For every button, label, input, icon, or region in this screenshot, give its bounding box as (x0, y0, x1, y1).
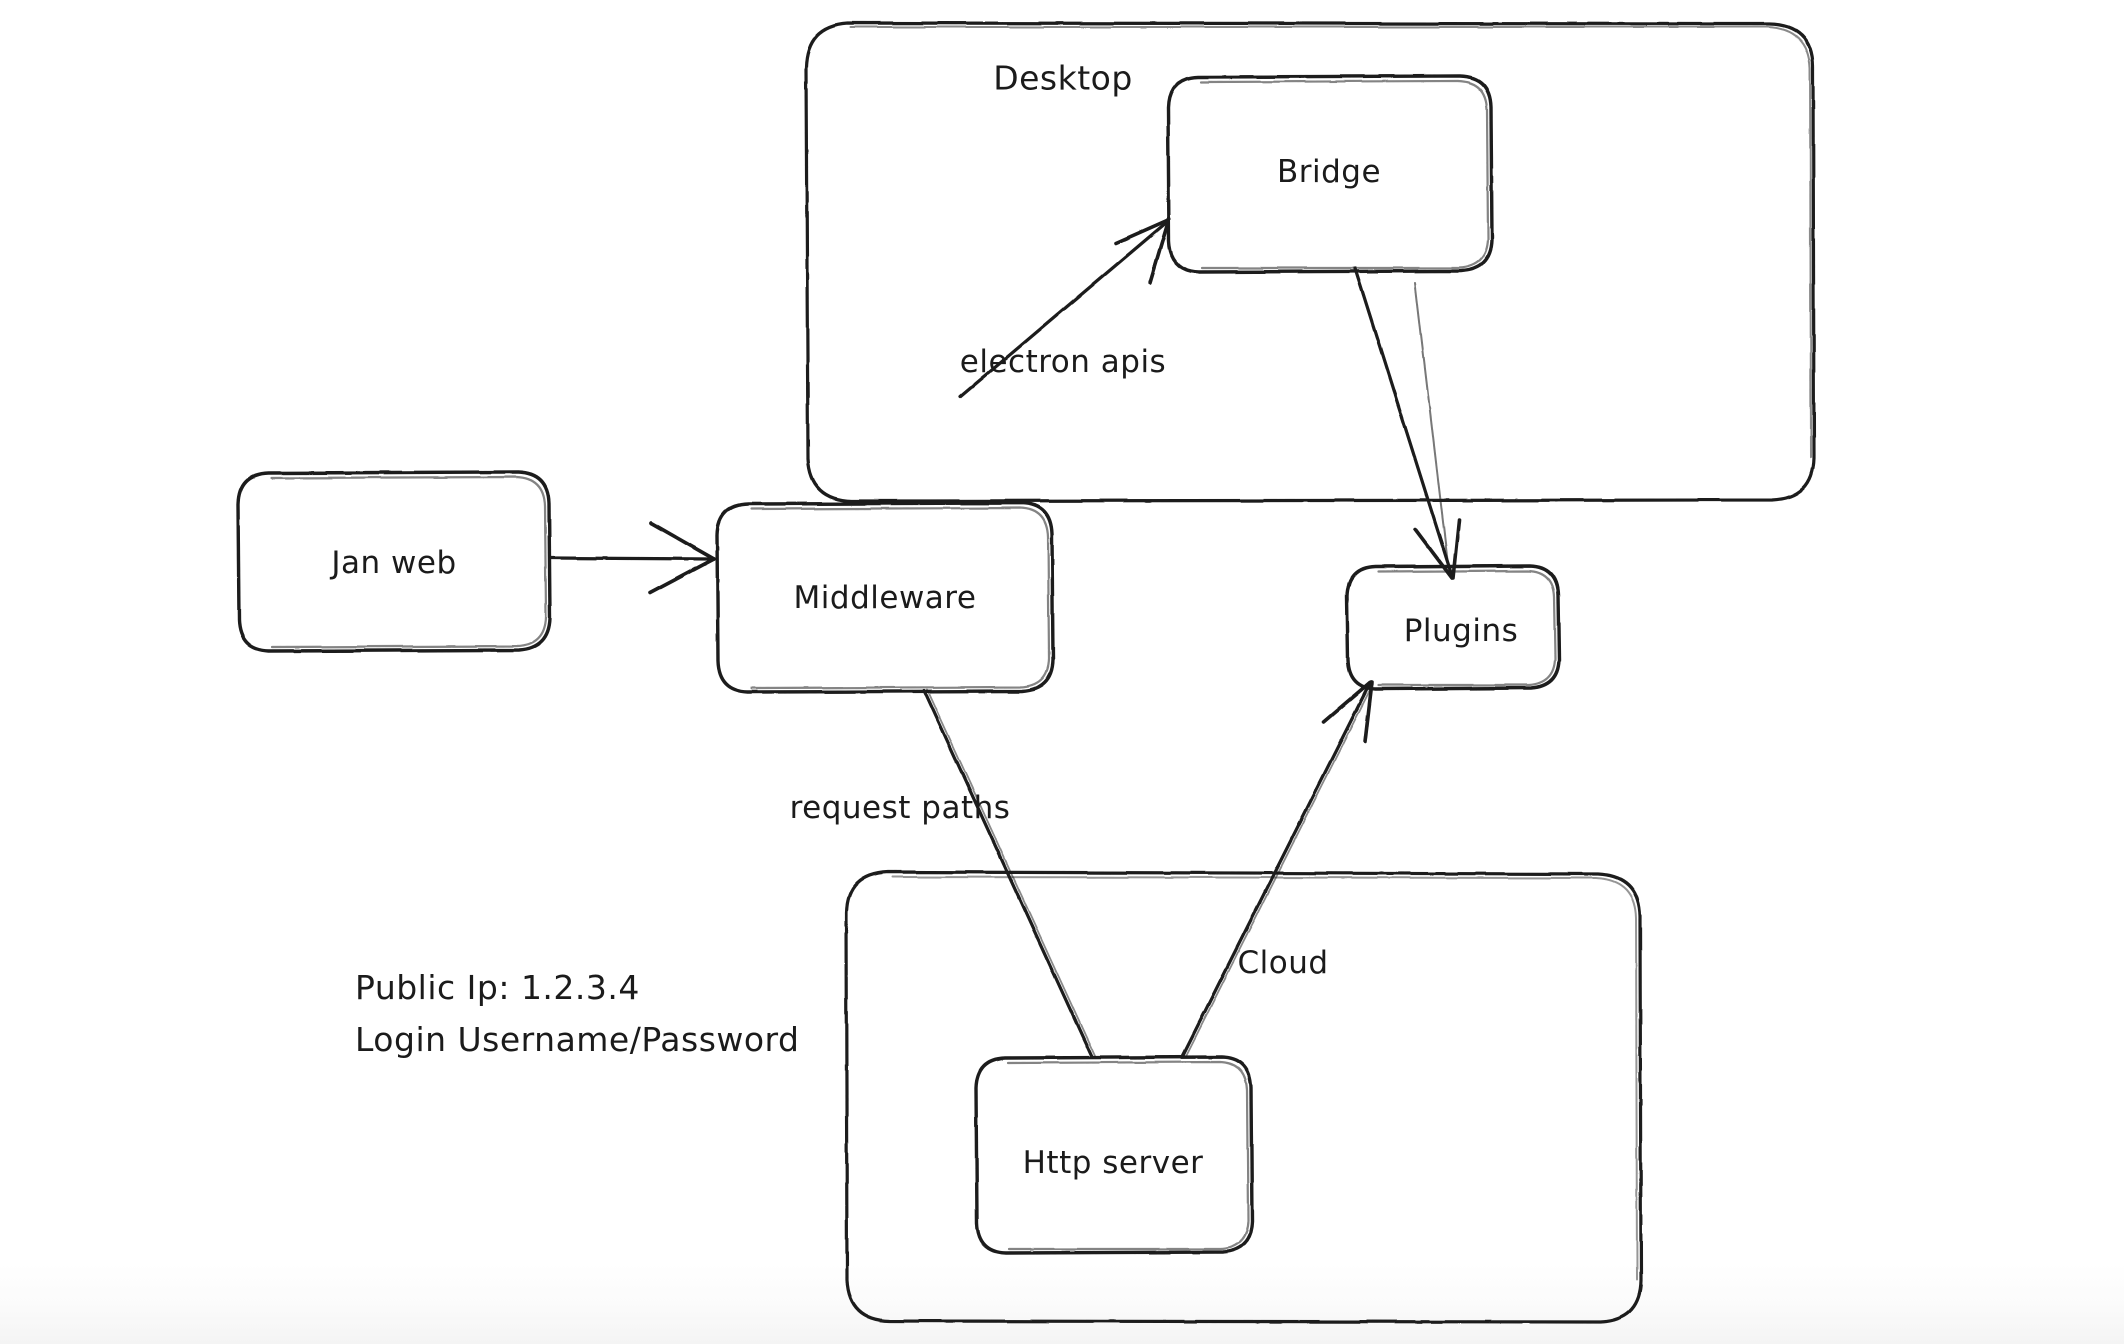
edge-bridge-to-plugins (1353, 266, 1461, 580)
node-label-plugins[interactable]: Plugins (1403, 613, 1519, 649)
node-label-middleware[interactable]: Middleware (793, 580, 977, 616)
notes-block: Public Ip: 1.2.3.4 Login Username/Passwo… (355, 962, 800, 1066)
edge-web-to-middleware (549, 521, 716, 595)
edge-middleware-to-http (922, 688, 1096, 1059)
group-desktop-border (804, 21, 1816, 503)
node-label-jan-web[interactable]: Jan web (331, 545, 457, 581)
node-http-server-border (974, 1055, 1254, 1255)
note-login-credentials: Login Username/Password (355, 1020, 800, 1059)
node-middleware-border (715, 501, 1055, 694)
edge-http-to-plugins (1181, 680, 1374, 1057)
group-cloud-border (844, 870, 1643, 1324)
node-jan-web-border (236, 470, 552, 653)
node-label-http-server[interactable]: Http server (1022, 1145, 1204, 1181)
node-plugins-border (1345, 564, 1561, 691)
node-label-bridge[interactable]: Bridge (1276, 154, 1382, 190)
edge-label-request-paths: request paths (789, 790, 1011, 826)
edge-middleware-to-bridge (958, 217, 1171, 399)
group-label-desktop: Desktop (993, 58, 1133, 98)
edge-label-electron-apis: electron apis (959, 344, 1167, 380)
note-public-ip: Public Ip: 1.2.3.4 (355, 968, 640, 1007)
group-label-cloud: Cloud (1237, 945, 1329, 981)
node-bridge-border (1166, 74, 1494, 274)
